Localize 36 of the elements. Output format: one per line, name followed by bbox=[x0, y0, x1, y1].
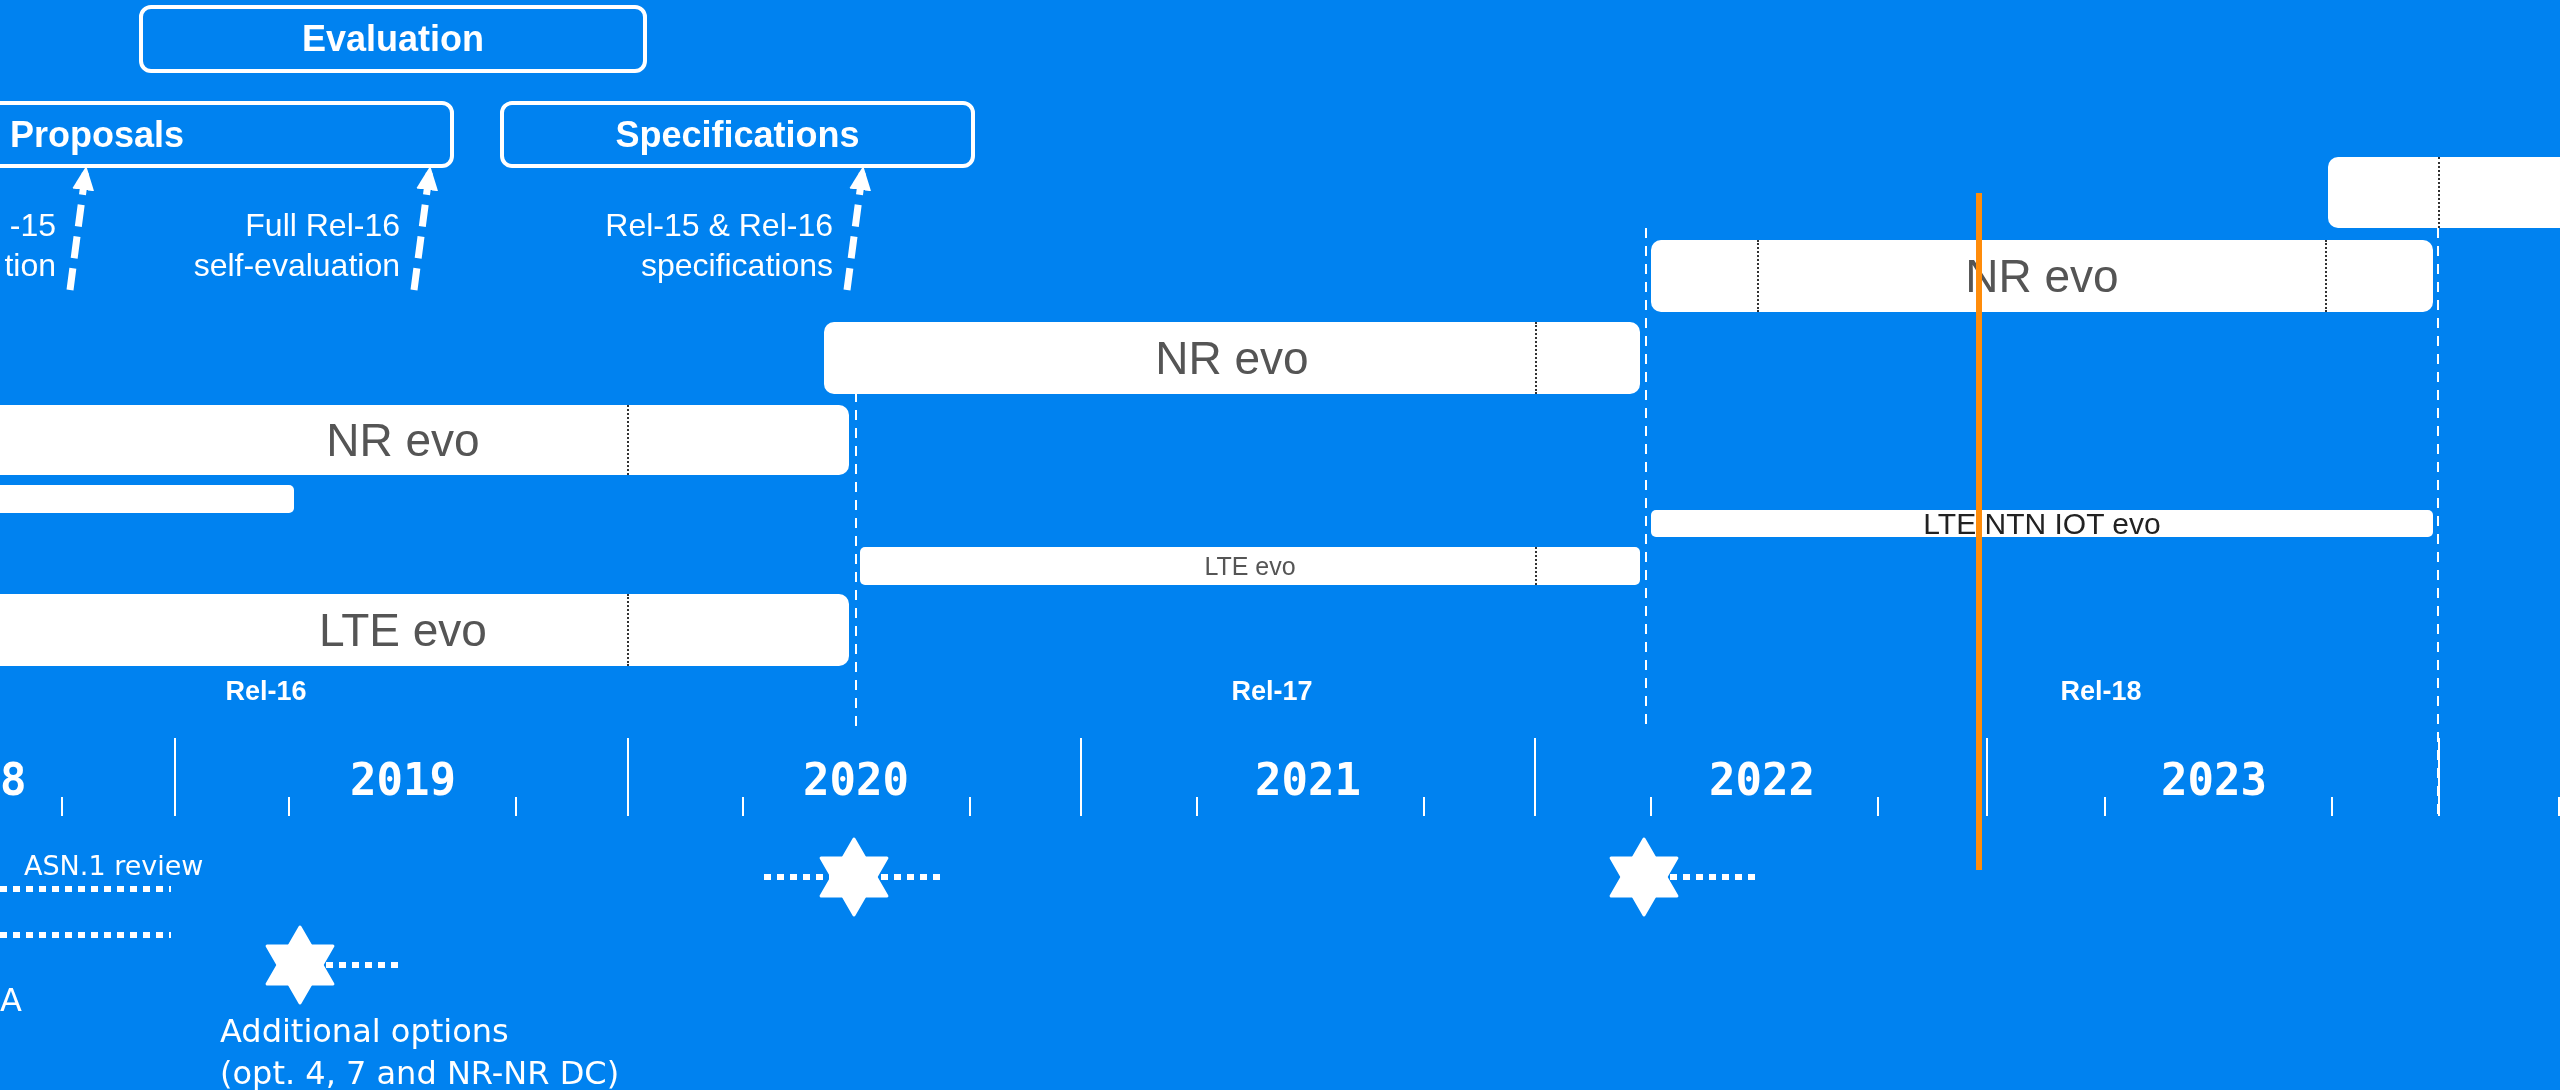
release-label: Rel-17 bbox=[1231, 675, 1313, 707]
dashed-arrow bbox=[410, 166, 439, 291]
year-label: 2022 bbox=[1709, 753, 1815, 805]
milestone-label: Additional options (opt. 4, 7 and NR-NR DC) bbox=[220, 1011, 621, 1090]
dashed-arrow bbox=[843, 166, 872, 291]
phase-title: Proposals bbox=[9, 113, 185, 156]
bar-label: LTE evo bbox=[319, 603, 487, 657]
year-label: 8 bbox=[0, 753, 27, 805]
phase-box bbox=[139, 5, 647, 73]
bar-label: LTE evo bbox=[1204, 551, 1296, 581]
phase-box bbox=[500, 101, 975, 168]
note-text: -15 tion bbox=[3, 206, 56, 285]
timeline-bar bbox=[860, 547, 1640, 585]
year-label: 2023 bbox=[2161, 753, 2267, 805]
timeline-bar bbox=[0, 485, 294, 513]
phase-title: Specifications bbox=[615, 113, 860, 156]
milestone-label: ASN.1 review bbox=[24, 849, 204, 881]
phase-title: Evaluation bbox=[301, 18, 484, 60]
timeline-bar bbox=[824, 322, 1640, 394]
timeline-bar bbox=[0, 594, 849, 666]
timeline-bar bbox=[1651, 510, 2433, 537]
bar-label: NR evo bbox=[326, 413, 480, 467]
release-label: Rel-18 bbox=[2060, 675, 2142, 707]
timeline-bar bbox=[2328, 157, 2560, 228]
note-text: Rel-15 & Rel-16 specifications bbox=[604, 206, 833, 285]
release-label: Rel-16 bbox=[225, 675, 307, 707]
year-label: 2021 bbox=[1255, 753, 1361, 805]
bar-label: LTE NTN IOT evo bbox=[1923, 506, 2161, 541]
timeline-bar bbox=[0, 405, 849, 475]
bar-label: NR evo bbox=[1155, 331, 1309, 385]
year-label: 2020 bbox=[803, 753, 909, 805]
dashed-arrow bbox=[66, 166, 95, 291]
timeline-bar bbox=[1651, 240, 2433, 312]
year-label: 2019 bbox=[350, 753, 456, 805]
milestone-label: A bbox=[0, 981, 22, 1019]
note-text: Full Rel-16 self-evaluation bbox=[192, 206, 400, 285]
